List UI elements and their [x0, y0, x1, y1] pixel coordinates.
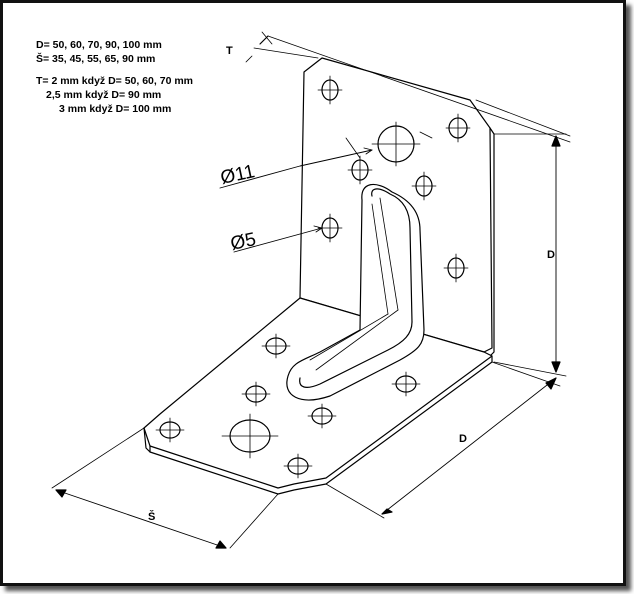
- spec-block: D= 50, 60, 70, 90, 100 mm Š= 35, 45, 55,…: [36, 38, 193, 116]
- spec-t-line-1: T= 2 mm když D= 50, 60, 70 mm: [36, 75, 193, 87]
- label-d-horizontal: D: [459, 433, 467, 445]
- dimension-s: [51, 427, 279, 549]
- dimension-d-horizontal: [325, 361, 561, 519]
- label-hole-large: Ø11: [219, 161, 257, 189]
- label-hole-small: Ø5: [229, 229, 258, 255]
- label-d-vertical: D: [547, 249, 555, 261]
- dimension-t: [245, 31, 571, 143]
- spec-t-line-2: 2,5 mm když D= 90 mm: [46, 89, 162, 101]
- stiffener-rib: [286, 183, 425, 401]
- dimension-d-vertical: [493, 133, 567, 377]
- label-s: Š: [148, 510, 155, 523]
- label-t: T: [226, 45, 233, 57]
- hole-leaders: [219, 131, 433, 253]
- holes-horizontal-plate: [155, 333, 421, 479]
- spec-s-values: Š= 35, 45, 55, 65, 90 mm: [36, 53, 156, 65]
- spec-d-values: D= 50, 60, 70, 90, 100 mm: [36, 39, 162, 51]
- spec-t-line-3: 3 mm když D= 100 mm: [59, 103, 172, 115]
